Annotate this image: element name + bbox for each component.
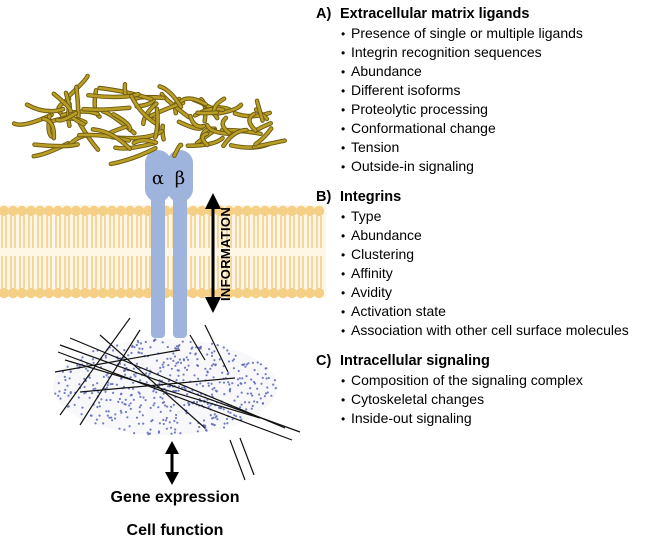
integrin-alpha-subunit [145,150,171,338]
section-heading: C) Intracellular signaling [316,351,664,371]
section-integrins: B) Integrins Type Abundance Clustering Af… [316,187,664,340]
list-item: Composition of the signaling complex [341,371,664,390]
section-item-list: Type Abundance Clustering Affinity Avidi… [316,207,664,340]
list-item: Association with other cell surface mole… [341,321,664,340]
signal-double-arrow [165,441,179,485]
section-heading: B) Integrins [316,187,664,207]
information-label: INFORMATION [218,206,233,302]
section-heading: A) Extracellular matrix ligands [316,4,664,24]
list-item: Outside-in signaling [341,157,664,176]
section-letter: B) [316,189,332,205]
section-title: Intracellular signaling [340,353,490,369]
list-item: Affinity [341,264,664,283]
section-item-list: Composition of the signaling complex Cyt… [316,371,664,428]
list-item: Integrin recognition sequences [341,43,664,62]
factor-list-panel: A) Extracellular matrix ligands Presence … [316,4,664,428]
gene-expression-label: Gene expression [110,489,240,506]
list-item: Proteolytic processing [341,100,664,119]
list-item: Clustering [341,245,664,264]
section-letter: C) [316,353,332,369]
section-intracellular-signaling: C) Intracellular signaling Composition of… [316,351,664,428]
section-item-list: Presence of single or multiple ligands I… [316,24,664,176]
list-item: Avidity [341,283,664,302]
information-double-arrow [205,193,221,313]
intracellular-signaling-complex [53,317,301,481]
beta-label: β [175,168,185,189]
section-title: Integrins [340,189,402,205]
list-item: Activation state [341,302,664,321]
integrin-beta-subunit [167,150,193,338]
list-item: Abundance [341,226,664,245]
list-item: Different isoforms [341,81,664,100]
section-title: Extracellular matrix ligands [340,6,530,22]
list-item: Abundance [341,62,664,81]
list-item: Presence of single or multiple ligands [341,24,664,43]
list-item: Inside-out signaling [341,409,664,428]
alpha-label: α [152,168,164,189]
list-item: Cytoskeletal changes [341,390,664,409]
section-letter: A) [316,6,332,22]
list-item: Tension [341,138,664,157]
cell-function-label: Cell function [126,522,224,539]
list-item: Conformational change [341,119,664,138]
section-ecm-ligands: A) Extracellular matrix ligands Presence … [316,4,664,176]
extracellular-matrix-ligand [11,73,287,167]
integrin-heterodimer: α β [145,150,193,338]
list-item: Type [341,207,664,226]
